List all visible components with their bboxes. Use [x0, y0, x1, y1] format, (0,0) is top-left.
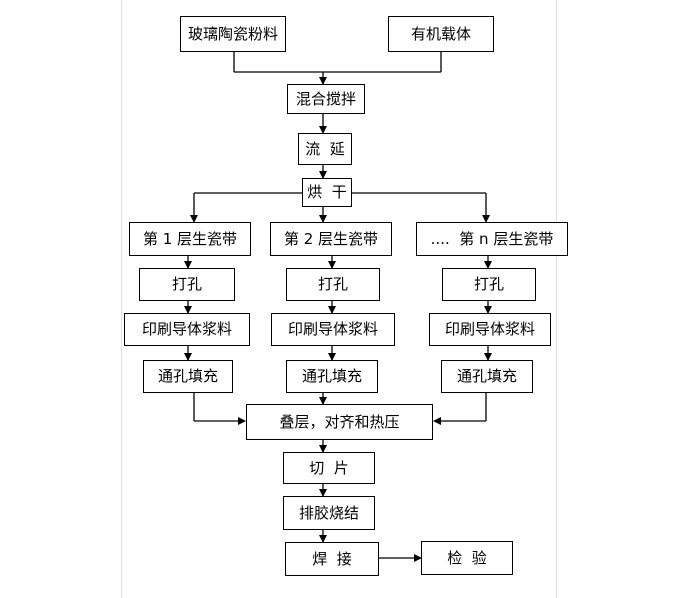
node-print-2: 印刷导体浆料	[271, 313, 395, 346]
node-layer-1-tape: 第 1 层生瓷带	[129, 222, 251, 256]
node-stack-align-press: 叠层，对齐和热压	[246, 404, 433, 440]
node-drying: 烘 干	[302, 178, 352, 207]
node-punch-2: 打孔	[286, 268, 380, 301]
node-punch-n: 打孔	[442, 268, 536, 301]
node-debinding-sintering: 排胶烧结	[283, 496, 375, 530]
node-fill-1: 通孔填充	[143, 360, 233, 393]
node-layer-2-tape: 第 2 层生瓷带	[270, 222, 392, 256]
node-welding: 焊 接	[285, 542, 379, 576]
node-glass-ceramic-powder: 玻璃陶瓷粉料	[180, 16, 286, 52]
node-print-n: 印刷导体浆料	[429, 313, 551, 346]
node-cutting: 切 片	[283, 452, 375, 484]
node-fill-n: 通孔填充	[441, 360, 533, 393]
node-inspection: 检 验	[421, 541, 513, 575]
node-layer-n-tape: .... 第 n 层生瓷带	[416, 222, 568, 256]
node-print-1: 印刷导体浆料	[124, 313, 250, 346]
node-casting: 流 延	[298, 133, 352, 165]
node-fill-2: 通孔填充	[286, 360, 378, 393]
node-organic-carrier: 有机载体	[388, 16, 494, 52]
node-mixing: 混合搅拌	[287, 84, 365, 114]
node-punch-1: 打孔	[139, 268, 235, 301]
